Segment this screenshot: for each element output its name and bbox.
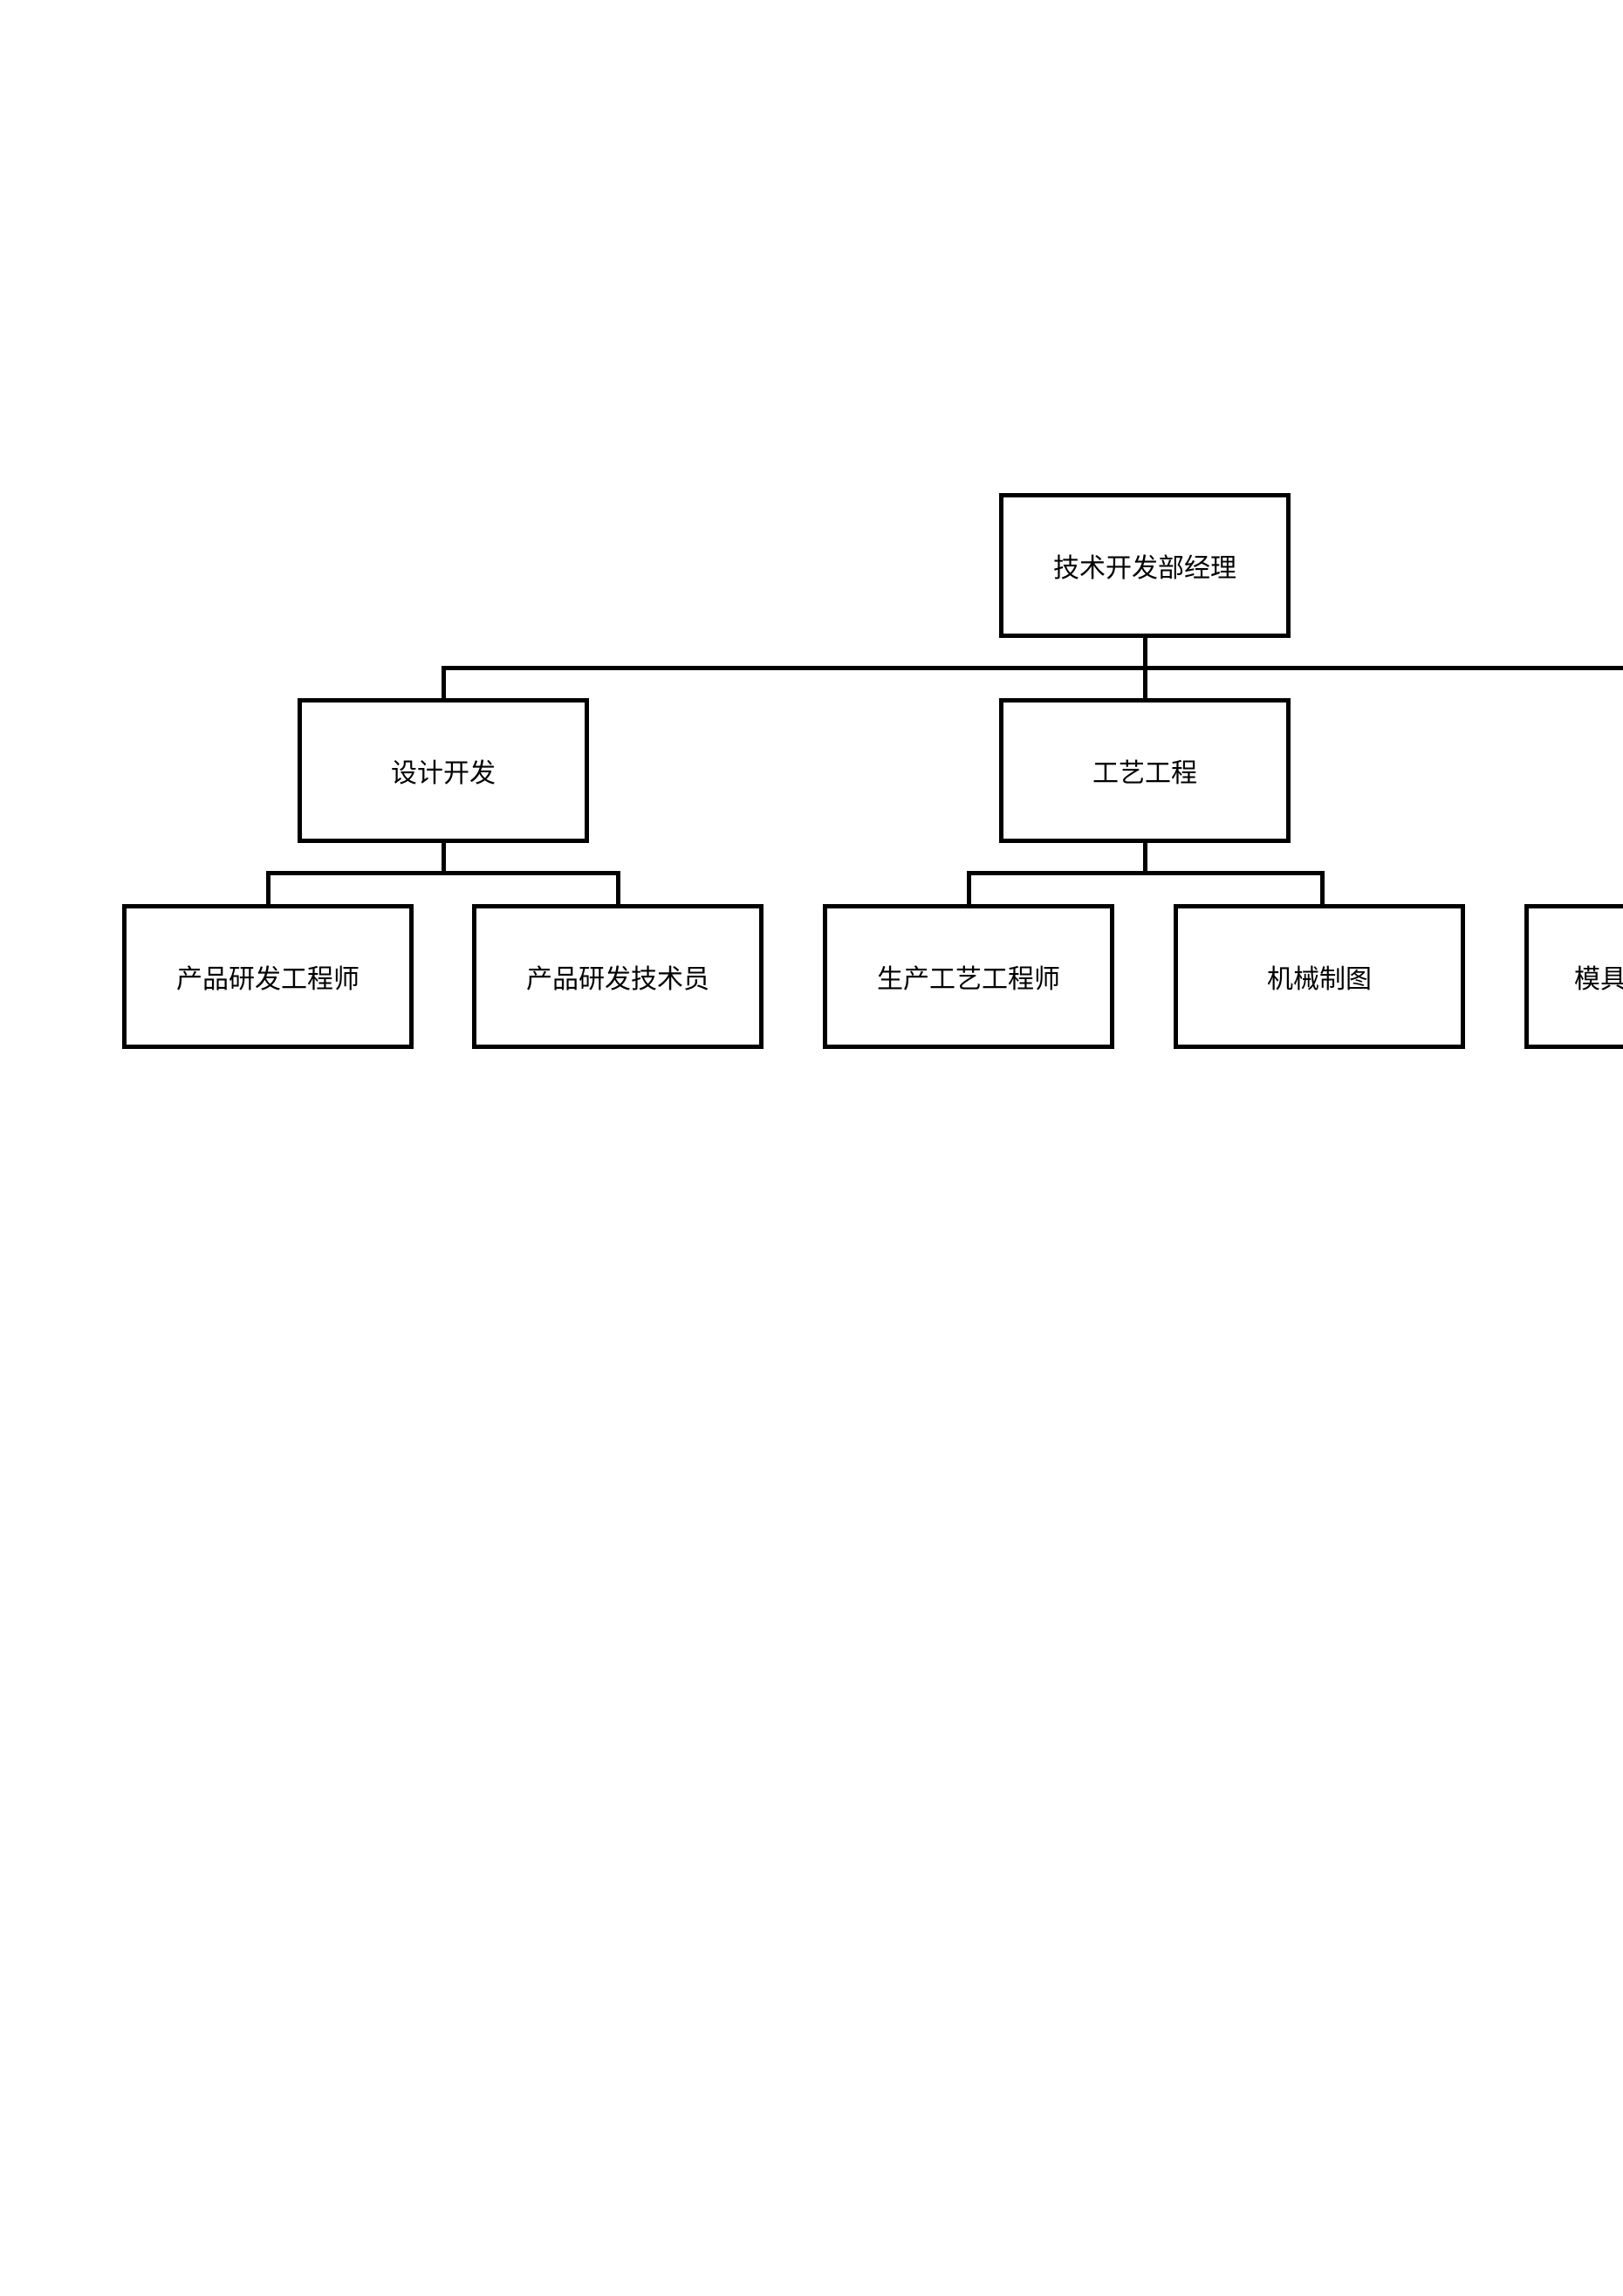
- root-down-connector: [1143, 637, 1147, 670]
- position-box-product-rd-engineer: 产品研发工程师: [122, 904, 414, 1049]
- position-label: 产品研发技术员: [526, 964, 709, 995]
- position-label: 模具: [1574, 964, 1623, 995]
- position-box-process-engineer: 生产工艺工程师: [823, 904, 1114, 1049]
- level1-horizontal-connector: [442, 666, 1623, 670]
- process-level2-horizontal-connector: [967, 871, 1325, 875]
- process-position1-up-connector: [967, 871, 971, 906]
- position-box-mold: 模具: [1524, 904, 1623, 1049]
- process-dept-up-connector: [1143, 666, 1147, 701]
- design-level2-horizontal-connector: [266, 871, 620, 875]
- position-label: 生产工艺工程师: [877, 964, 1060, 995]
- process-dept-down-connector: [1143, 842, 1147, 875]
- position-box-product-rd-technician: 产品研发技术员: [472, 904, 764, 1049]
- design-position1-up-connector: [266, 871, 270, 906]
- position-label: 产品研发工程师: [176, 964, 360, 995]
- department-label-design: 设计开发: [391, 758, 496, 789]
- design-dept-down-connector: [442, 842, 446, 875]
- process-position2-up-connector: [1320, 871, 1325, 906]
- root-box: 技术开发部经理: [999, 493, 1291, 638]
- department-label-process: 工艺工程: [1092, 758, 1197, 789]
- position-label: 机械制图: [1267, 964, 1372, 995]
- department-box-process: 工艺工程: [999, 698, 1291, 843]
- root-label: 技术开发部经理: [1053, 553, 1236, 584]
- design-dept-up-connector: [442, 666, 446, 701]
- design-position2-up-connector: [616, 871, 620, 906]
- position-box-mechanical-drafting: 机械制图: [1174, 904, 1465, 1049]
- department-box-design: 设计开发: [298, 698, 589, 843]
